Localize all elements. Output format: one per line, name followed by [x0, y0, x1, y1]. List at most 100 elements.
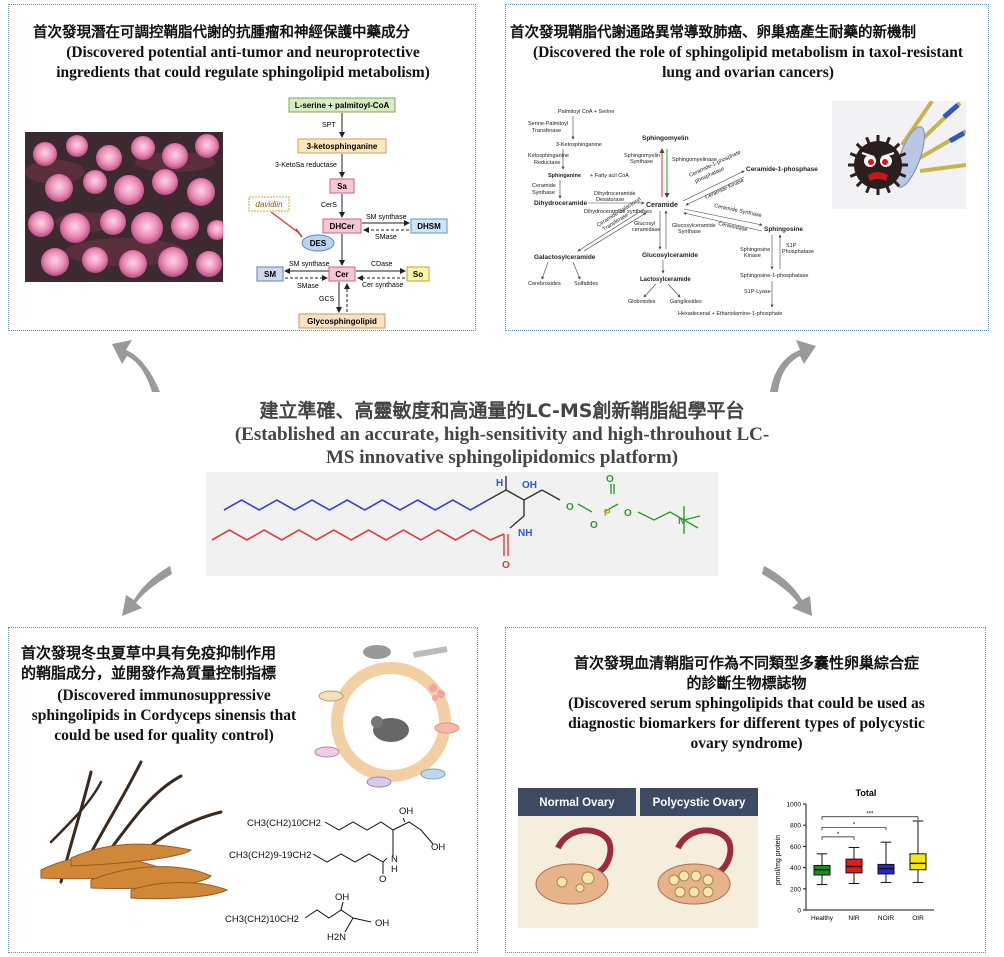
- svg-text:Dihydroceramide: Dihydroceramide: [534, 200, 587, 207]
- svg-text:Sulfatides: Sulfatides: [574, 281, 598, 287]
- svg-text:H2N: H2N: [327, 932, 346, 943]
- ceramide-metabolism-diagram: Palmitoyl CoA + Serine Serine-Palmitoyl …: [528, 109, 818, 317]
- svg-text:SM synthase: SM synthase: [289, 261, 330, 268]
- center-title-en: (Established an accurate, high-sensitivi…: [150, 423, 854, 469]
- svg-text:Serine-Palmitoyl: Serine-Palmitoyl: [528, 121, 568, 127]
- svg-text:So: So: [413, 270, 423, 279]
- panel-title-en-2: lung and ovarian cancers): [662, 64, 834, 81]
- svg-text:3-ketosphinganine: 3-ketosphinganine: [307, 142, 378, 151]
- svg-text:Gangliosides: Gangliosides: [670, 299, 702, 305]
- y-tick-label: 0: [797, 908, 801, 915]
- center-title-en-1: (Established an accurate, high-sensitivi…: [234, 424, 770, 445]
- svg-text:Glucosylceramide: Glucosylceramide: [672, 223, 716, 229]
- svg-text:P: P: [604, 508, 611, 519]
- svg-text:CH3(CH2)9-19CH2: CH3(CH2)9-19CH2: [229, 850, 311, 861]
- svg-text:DES: DES: [310, 239, 327, 248]
- svg-text:OH: OH: [335, 892, 349, 903]
- panel-title-en-2: ingredients that could regulate sphingol…: [56, 64, 430, 81]
- panel-tcm-ingredients: 首次發現潛在可調控鞘脂代謝的抗腫瘤和神經保護中藥成分 (Discovered p…: [8, 4, 476, 331]
- svg-text:Synthase: Synthase: [630, 159, 653, 165]
- svg-text:GCS: GCS: [319, 296, 335, 303]
- drug-resistance-cartoon: [832, 101, 966, 209]
- significance-marker: *: [853, 822, 856, 828]
- normal-ovary-label: Normal Ovary: [539, 797, 615, 809]
- ips-cell-diagram: [313, 634, 463, 796]
- box-nir: [845, 846, 863, 884]
- svg-text:Globosides: Globosides: [628, 299, 656, 305]
- svg-text:Sphingomyelinase: Sphingomyelinase: [672, 157, 717, 163]
- svg-text:OH: OH: [522, 480, 537, 491]
- svg-text:Ceramide: Ceramide: [646, 202, 678, 209]
- significance-marker: *: [837, 832, 840, 838]
- node-des: [301, 234, 335, 252]
- shield-icon: [895, 126, 925, 188]
- svg-text:O: O: [566, 502, 574, 513]
- svg-text:Glucosylceramide: Glucosylceramide: [642, 252, 698, 259]
- panel-title-en-1: (Discovered immunosuppressive: [57, 687, 271, 704]
- svg-text:Ketosphinganine: Ketosphinganine: [528, 153, 569, 159]
- panel-pcos-biomarkers: 首次發現血清鞘脂可作為不同類型多囊性卵巢綜合症 的診斷生物標誌物 (Discov…: [505, 627, 986, 953]
- panel-drug-resistance: 首次發現鞘脂代謝通路異常導致肺癌、卵巢癌產生耐藥的新機制 (Discovered…: [505, 4, 989, 331]
- arrow-to-top-right: [770, 340, 816, 392]
- node-cer: [328, 266, 356, 282]
- svg-text:3-KetoSa reductase: 3-KetoSa reductase: [275, 162, 337, 169]
- svg-text:davidiin: davidiin: [255, 200, 283, 209]
- svg-text:Cer: Cer: [335, 270, 348, 279]
- svg-text:Cer synthase: Cer synthase: [362, 282, 403, 289]
- panel-title-en-1: (Discovered serum sphingolipids that cou…: [568, 695, 925, 712]
- y-tick-label: 200: [790, 886, 801, 893]
- panel-title-zh-1: 首次發現血清鞘脂可作為不同類型多囊性卵巢綜合症: [573, 654, 919, 672]
- ovary-illustration: Normal Ovary Polycystic Ovary: [518, 788, 758, 928]
- svg-text:Ceramidase: Ceramidase: [718, 221, 748, 233]
- panel-title-zh: 首次發現潛在可調控鞘脂代謝的抗腫瘤和神經保護中藥成分: [33, 25, 410, 41]
- svg-text:Dihydroceramide: Dihydroceramide: [594, 191, 636, 197]
- y-tick-label: 1000: [787, 802, 802, 809]
- svg-text:Sphingosine-1-phosphatase: Sphingosine-1-phosphatase: [740, 273, 809, 279]
- svg-text:Sphingosine: Sphingosine: [740, 247, 770, 253]
- svg-text:Lactosylceramide: Lactosylceramide: [640, 277, 691, 283]
- svg-text:Cerebrosides: Cerebrosides: [528, 281, 561, 287]
- node-sa: [329, 178, 355, 194]
- svg-text:O: O: [590, 520, 598, 531]
- panel-title-zh: 首次發現鞘脂代謝通路異常導致肺癌、卵巢癌產生耐藥的新機制: [510, 25, 916, 41]
- y-axis-label: pmol/mg protein: [775, 835, 782, 885]
- panel-title-en-3: ovary syndrome): [690, 735, 803, 752]
- significance-bracket: [821, 826, 887, 831]
- node-keto: [297, 138, 387, 154]
- svg-text:S1P: S1P: [786, 243, 797, 249]
- node-start: [288, 97, 396, 113]
- x-tick-label: NOIR: [878, 915, 895, 922]
- svg-text:CDase: CDase: [371, 261, 393, 268]
- svg-text:Sphinganine: Sphinganine: [548, 173, 581, 179]
- flower-photo: [25, 132, 223, 282]
- svg-text:SM synthase: SM synthase: [366, 214, 407, 221]
- x-tick-label: Healthy: [811, 915, 834, 922]
- panel-title-zh-2: 的鞘脂成分，並開發作為質量控制指標: [21, 664, 277, 682]
- node-dhcer: [322, 218, 362, 234]
- svg-text:O: O: [379, 874, 386, 885]
- svg-text:Kinase: Kinase: [744, 253, 761, 259]
- svg-text:Glycosphingolipid: Glycosphingolipid: [307, 317, 377, 326]
- svg-text:Synthase: Synthase: [532, 190, 555, 196]
- panel-title-en-1: (Discovered the role of sphingolipid met…: [532, 44, 964, 61]
- svg-text:Sa: Sa: [337, 182, 347, 191]
- svg-text:N: N: [391, 854, 398, 865]
- center-title-en-2: MS innovative sphingolipidomics platform…: [325, 447, 679, 468]
- y-tick-label: 600: [790, 844, 801, 851]
- svg-text:Hexadecenal + Ethanolamine-1-p: Hexadecenal + Ethanolamine-1-phosphate: [678, 311, 782, 317]
- svg-text:Sphingosine: Sphingosine: [764, 226, 803, 233]
- box-noir: [877, 841, 895, 883]
- svg-text:DHSM: DHSM: [417, 222, 441, 231]
- node-glyco: [298, 313, 386, 329]
- cancer-cell-icon: [848, 135, 908, 195]
- significance-marker: ***: [866, 812, 874, 818]
- arrow-to-bottom-left: [122, 566, 172, 616]
- svg-text:Sphingomyelin: Sphingomyelin: [642, 135, 689, 142]
- box-oir: [909, 820, 927, 883]
- x-tick-label: OIR: [912, 915, 924, 922]
- panel-title-en-2: diagnostic biomarkers for different type…: [568, 715, 925, 732]
- svg-text:OH: OH: [431, 842, 445, 853]
- svg-text:ceramidase: ceramidase: [632, 227, 660, 233]
- svg-text:OH: OH: [375, 918, 389, 929]
- svg-text:Sphingomyelin: Sphingomyelin: [624, 153, 660, 159]
